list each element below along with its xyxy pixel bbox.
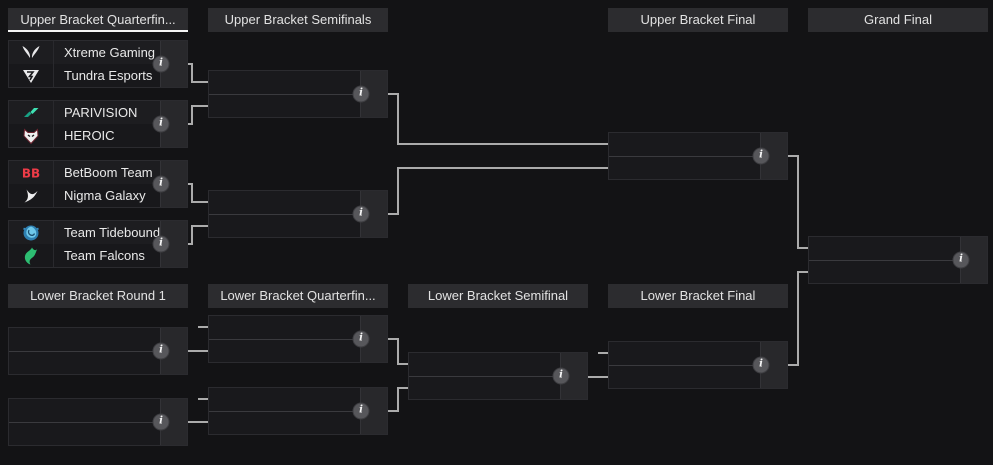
team-name: Xtreme Gaming bbox=[64, 45, 156, 60]
match-info-icon[interactable]: i bbox=[752, 356, 770, 374]
match-upper-final: i bbox=[608, 132, 788, 180]
match-ubsf-1: i bbox=[208, 70, 388, 118]
team-slot bbox=[9, 422, 161, 445]
match-ubqf-4: Team Tidebound Team Falcons i bbox=[8, 220, 188, 268]
match-ubsf-2: i bbox=[208, 190, 388, 238]
match-info-icon[interactable]: i bbox=[552, 367, 570, 385]
team-tidebound-logo bbox=[9, 221, 54, 244]
match-lbqf-1: i bbox=[208, 315, 388, 363]
match-info-icon[interactable]: i bbox=[152, 115, 170, 133]
header-upper-bracket-final: Upper Bracket Final bbox=[608, 8, 788, 32]
nigma-galaxy-logo bbox=[9, 184, 54, 207]
parivision-logo bbox=[9, 101, 54, 124]
team-name: Nigma Galaxy bbox=[64, 188, 146, 203]
team-name: PARIVISION bbox=[64, 105, 138, 120]
header-upper-bracket-semifinals: Upper Bracket Semifinals bbox=[208, 8, 388, 32]
match-info-icon[interactable]: i bbox=[352, 205, 370, 223]
team-row: Tundra Esports bbox=[9, 64, 161, 87]
team-slot bbox=[609, 342, 761, 366]
team-falcons-logo bbox=[9, 244, 54, 267]
team-slot bbox=[209, 214, 361, 237]
header-upper-bracket-quarterfinals: Upper Bracket Quarterfin... bbox=[8, 8, 188, 32]
match-lbqf-2: i bbox=[208, 387, 388, 435]
match-lbr1-1: i bbox=[8, 327, 188, 375]
team-name: HEROIC bbox=[64, 128, 115, 143]
team-slot bbox=[209, 94, 361, 117]
match-info-icon[interactable]: i bbox=[152, 175, 170, 193]
match-ubqf-3: BB BetBoom Team Nigma Galaxy i bbox=[8, 160, 188, 208]
team-row: HEROIC bbox=[9, 124, 161, 147]
match-lower-semifinal: i bbox=[408, 352, 588, 400]
match-grand-final: i bbox=[808, 236, 988, 284]
team-row: Team Falcons bbox=[9, 244, 161, 267]
team-row: Nigma Galaxy bbox=[9, 184, 161, 207]
match-ubqf-1: Xtreme Gaming Tundra Esports i bbox=[8, 40, 188, 88]
header-grand-final: Grand Final bbox=[808, 8, 988, 32]
match-lbr1-2: i bbox=[8, 398, 188, 446]
match-info-icon[interactable]: i bbox=[352, 402, 370, 420]
team-slot bbox=[209, 339, 361, 362]
match-ubqf-2: PARIVISION HEROIC i bbox=[8, 100, 188, 148]
betboom-team-logo: BB bbox=[9, 161, 54, 184]
header-lower-bracket-round1: Lower Bracket Round 1 bbox=[8, 284, 188, 308]
match-info-icon[interactable]: i bbox=[152, 55, 170, 73]
team-slot bbox=[609, 133, 761, 157]
team-slot bbox=[209, 191, 361, 215]
tundra-esports-logo bbox=[9, 64, 54, 87]
team-slot bbox=[209, 316, 361, 340]
team-slot bbox=[9, 328, 161, 352]
match-info-icon[interactable]: i bbox=[352, 85, 370, 103]
team-slot bbox=[9, 399, 161, 423]
team-slot bbox=[409, 353, 561, 377]
team-slot bbox=[609, 156, 761, 179]
team-slot bbox=[809, 260, 961, 283]
match-lower-final: i bbox=[608, 341, 788, 389]
team-slot bbox=[209, 411, 361, 434]
team-row: PARIVISION bbox=[9, 101, 161, 125]
match-info-icon[interactable]: i bbox=[352, 330, 370, 348]
team-row: Xtreme Gaming bbox=[9, 41, 161, 65]
team-name: BetBoom Team bbox=[64, 165, 153, 180]
team-row: BB BetBoom Team bbox=[9, 161, 161, 185]
team-slot bbox=[209, 71, 361, 95]
svg-text:BB: BB bbox=[22, 166, 40, 180]
team-name: Tundra Esports bbox=[64, 68, 153, 83]
header-lower-bracket-semifinal: Lower Bracket Semifinal bbox=[408, 284, 588, 308]
team-slot bbox=[9, 351, 161, 374]
header-lower-bracket-quarterfinals: Lower Bracket Quarterfin... bbox=[208, 284, 388, 308]
team-slot bbox=[209, 388, 361, 412]
team-slot bbox=[609, 365, 761, 388]
match-info-icon[interactable]: i bbox=[952, 251, 970, 269]
header-lower-bracket-final: Lower Bracket Final bbox=[608, 284, 788, 308]
match-info-icon[interactable]: i bbox=[152, 342, 170, 360]
team-name: Team Tidebound bbox=[64, 225, 161, 240]
team-name: Team Falcons bbox=[64, 248, 145, 263]
match-info-icon[interactable]: i bbox=[752, 147, 770, 165]
team-row: Team Tidebound bbox=[9, 221, 161, 245]
match-info-icon[interactable]: i bbox=[152, 413, 170, 431]
match-info-icon[interactable]: i bbox=[152, 235, 170, 253]
xtreme-gaming-logo bbox=[9, 41, 54, 64]
team-slot bbox=[809, 237, 961, 261]
team-slot bbox=[409, 376, 561, 399]
heroic-logo bbox=[9, 124, 54, 147]
